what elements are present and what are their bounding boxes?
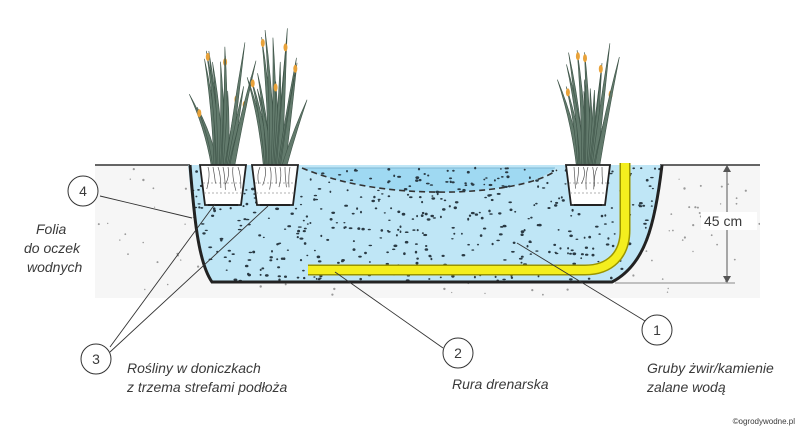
depth-label-bg (701, 212, 757, 230)
depth-dimension: 45 cm (615, 165, 757, 284)
plant-pot-1 (188, 42, 257, 206)
open-water-surface (302, 168, 555, 193)
label-1-line-2: zalane wodą (646, 379, 726, 395)
label-1-line-1: Gruby żwir/kamienie (647, 360, 774, 376)
plant-pot-2 (246, 28, 308, 206)
marker-2-circle (442, 337, 474, 369)
label-1: Gruby żwir/kamienie zalane wodą (646, 360, 774, 395)
marker-3: 3 (80, 343, 112, 375)
marker-3-number: 3 (92, 351, 100, 367)
pot-body-3 (564, 164, 612, 206)
water-gravel-fill (188, 165, 662, 282)
leader-2 (334, 271, 444, 349)
gravel-surface-line (301, 167, 558, 193)
pond-liner (188, 164, 664, 284)
marker-1-number: 1 (653, 322, 661, 338)
drainage-pipe-body (308, 163, 629, 274)
pot-body-2 (250, 164, 300, 206)
label-3-line-2: z trzema strefami podłoża (126, 379, 287, 395)
label-4-line-3: wodnych (27, 259, 82, 275)
label-2: Rura drenarska (452, 376, 549, 392)
label-4-line-2: do oczek (24, 240, 81, 256)
depth-arrow-bottom (723, 276, 731, 283)
depth-label: 45 cm (704, 213, 742, 229)
plant-leaves-2 (246, 28, 308, 168)
leader-3b (109, 205, 269, 353)
plant-pot-3 (557, 43, 620, 206)
marker-4-circle (67, 175, 99, 207)
marker-1: 1 (641, 314, 673, 346)
drainage-pipe (308, 163, 631, 276)
leader-3a (109, 203, 216, 348)
label-3: Rośliny w doniczkach z trzema strefami p… (126, 360, 287, 395)
plant-leaves-3 (557, 43, 620, 168)
marker-4-number: 4 (79, 183, 87, 199)
plants-in-pots (188, 28, 620, 206)
label-4: Folia do oczek wodnych (24, 221, 82, 275)
marker-3-circle (80, 343, 112, 375)
label-3-line-1: Rośliny w doniczkach (127, 360, 261, 376)
marker-2-number: 2 (454, 345, 462, 361)
marker-1-circle (641, 314, 673, 346)
marker-4: 4 (67, 175, 99, 207)
pot-body-1 (198, 164, 248, 206)
credit-text: ©ogrodywodne.pl (733, 417, 796, 426)
depth-arrow-top (723, 165, 731, 172)
marker-2: 2 (442, 337, 474, 369)
leader-1 (516, 242, 646, 322)
label-4-line-1: Folia (36, 221, 67, 237)
plant-leaves-1 (188, 42, 257, 168)
soil-fill (95, 165, 760, 298)
pond-basin (188, 164, 664, 284)
leader-lines (99, 195, 646, 353)
leader-4 (99, 195, 193, 219)
label-2-line-1: Rura drenarska (452, 376, 549, 392)
